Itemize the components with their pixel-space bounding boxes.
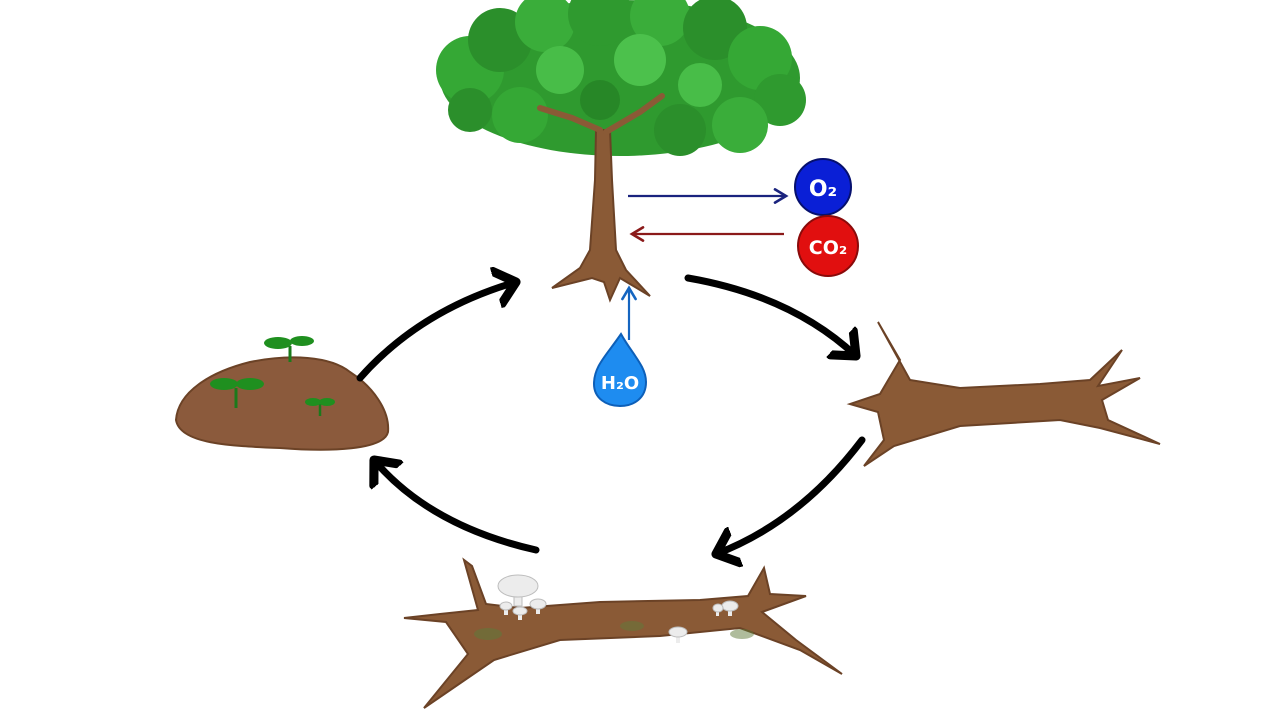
seedling-top: [264, 336, 314, 362]
seedling-left: [210, 378, 264, 408]
carbon-dioxide-bubble: CO₂: [797, 215, 859, 277]
mushroom-small-1: [529, 598, 547, 614]
mushroom-small-3: [512, 606, 528, 620]
mushrooms: [497, 574, 739, 643]
tree-canopy: [436, 0, 806, 156]
cycle-arrow-log-to-soil: [374, 460, 540, 554]
living-tree: [436, 0, 806, 303]
water-label: H₂O: [601, 373, 639, 394]
mushroom-small-6: [668, 626, 688, 643]
seedling-small: [305, 398, 335, 416]
fallen-trunk: [846, 321, 1161, 467]
tree-trunk: [537, 93, 665, 303]
mushroom-small-5: [712, 603, 724, 616]
oxygen-label: O₂: [809, 177, 837, 202]
cycle-arrow-tree-to-trunk: [684, 274, 856, 356]
mushroom-small-4: [721, 600, 739, 616]
soil-with-seedlings: [174, 336, 390, 451]
mushroom-large: [497, 574, 539, 607]
cycle-arrow-trunk-to-log: [716, 436, 866, 554]
oxygen-bubble: O₂: [794, 158, 852, 216]
decomposing-log: [403, 557, 843, 709]
cycle-arrow-soil-to-tree: [356, 282, 516, 382]
carbon-dioxide-label: CO₂: [809, 237, 847, 259]
mushroom-small-2: [499, 601, 513, 615]
water-droplet: H₂O: [592, 332, 648, 408]
